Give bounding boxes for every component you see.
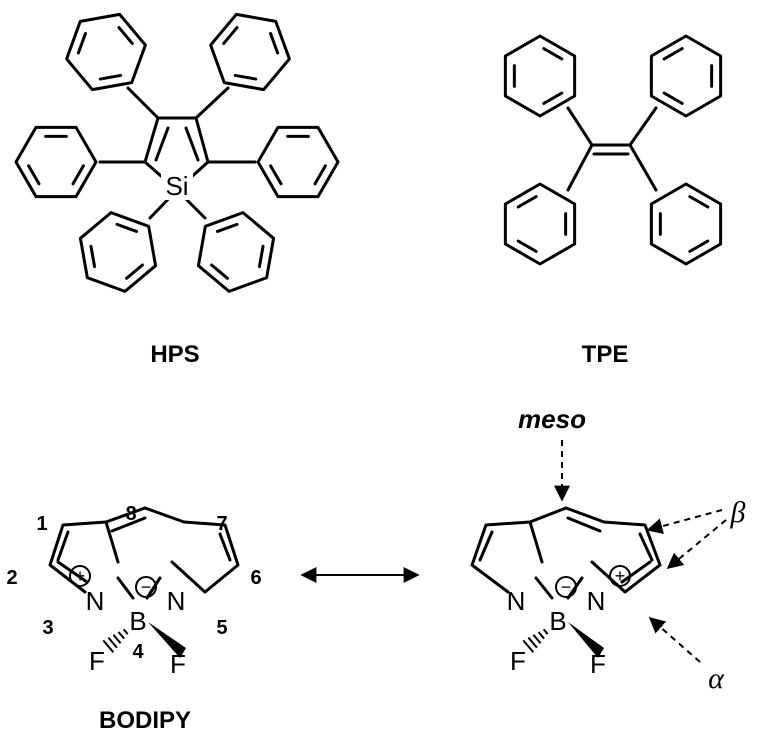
bodipy-right-n1: N	[507, 586, 526, 616]
position-8: 8	[125, 503, 136, 525]
bodipy-structure-right: N N B F F + −	[470, 506, 662, 679]
hps-phenyl-bottom-right	[196, 211, 276, 293]
tpe-structure	[503, 34, 723, 266]
bodipy-right-b: B	[549, 606, 566, 636]
bodipy-right-n2: N	[587, 586, 606, 616]
position-1: 1	[36, 513, 47, 535]
bodipy-name: BODIPY	[99, 707, 191, 734]
bodipy-left-n2: N	[167, 586, 186, 616]
tpe-name: TPE	[582, 341, 629, 368]
bodipy-left-b: B	[129, 606, 146, 636]
bodipy-right-hashed-bond	[522, 628, 549, 653]
tpe-phenyl-bottom-right	[649, 182, 723, 266]
hps-phenyl-bottom-left	[78, 211, 158, 293]
bodipy-left-minus: −	[141, 577, 152, 597]
bodipy-right-f1: F	[510, 646, 526, 676]
bodipy-right-plus: +	[615, 566, 626, 586]
hps-phenyl-right	[256, 125, 340, 199]
meso-label: meso	[518, 404, 586, 434]
bodipy-left-f1: F	[89, 646, 105, 676]
hps-phenyl-left	[14, 125, 98, 199]
bodipy-right-minus: −	[561, 577, 572, 597]
bodipy-left-plus: +	[75, 566, 86, 586]
tpe-phenyl-bottom-left	[503, 182, 577, 266]
alpha-arrow	[648, 616, 701, 663]
bodipy-right-f2: F	[590, 649, 606, 679]
position-7: 7	[216, 513, 227, 535]
bodipy-left-hashed-bond	[102, 628, 129, 653]
hps-structure: Si	[14, 12, 340, 293]
beta-label: β	[730, 496, 746, 529]
bodipy-left-n1: N	[86, 586, 105, 616]
position-4: 4	[132, 641, 144, 663]
tpe-phenyl-top-right	[649, 34, 723, 118]
hps-name: HPS	[150, 341, 199, 368]
hps-phenyl-top-left	[65, 12, 147, 92]
alpha-label: α	[708, 662, 725, 695]
bodipy-left-f2: F	[170, 649, 186, 679]
bodipy-structure-left: N N B F F + − 1 2 3 4 5 6 7 8	[6, 503, 261, 679]
position-6: 6	[250, 567, 261, 589]
tpe-phenyl-top-left	[503, 34, 577, 118]
beta-arrow-upper	[646, 509, 723, 534]
position-2: 2	[6, 567, 17, 589]
hps-silicon-label: Si	[165, 171, 188, 201]
position-5: 5	[216, 617, 227, 639]
position-3: 3	[42, 617, 53, 639]
hps-phenyl-top-right	[209, 12, 291, 92]
beta-arrow-lower	[666, 519, 727, 570]
